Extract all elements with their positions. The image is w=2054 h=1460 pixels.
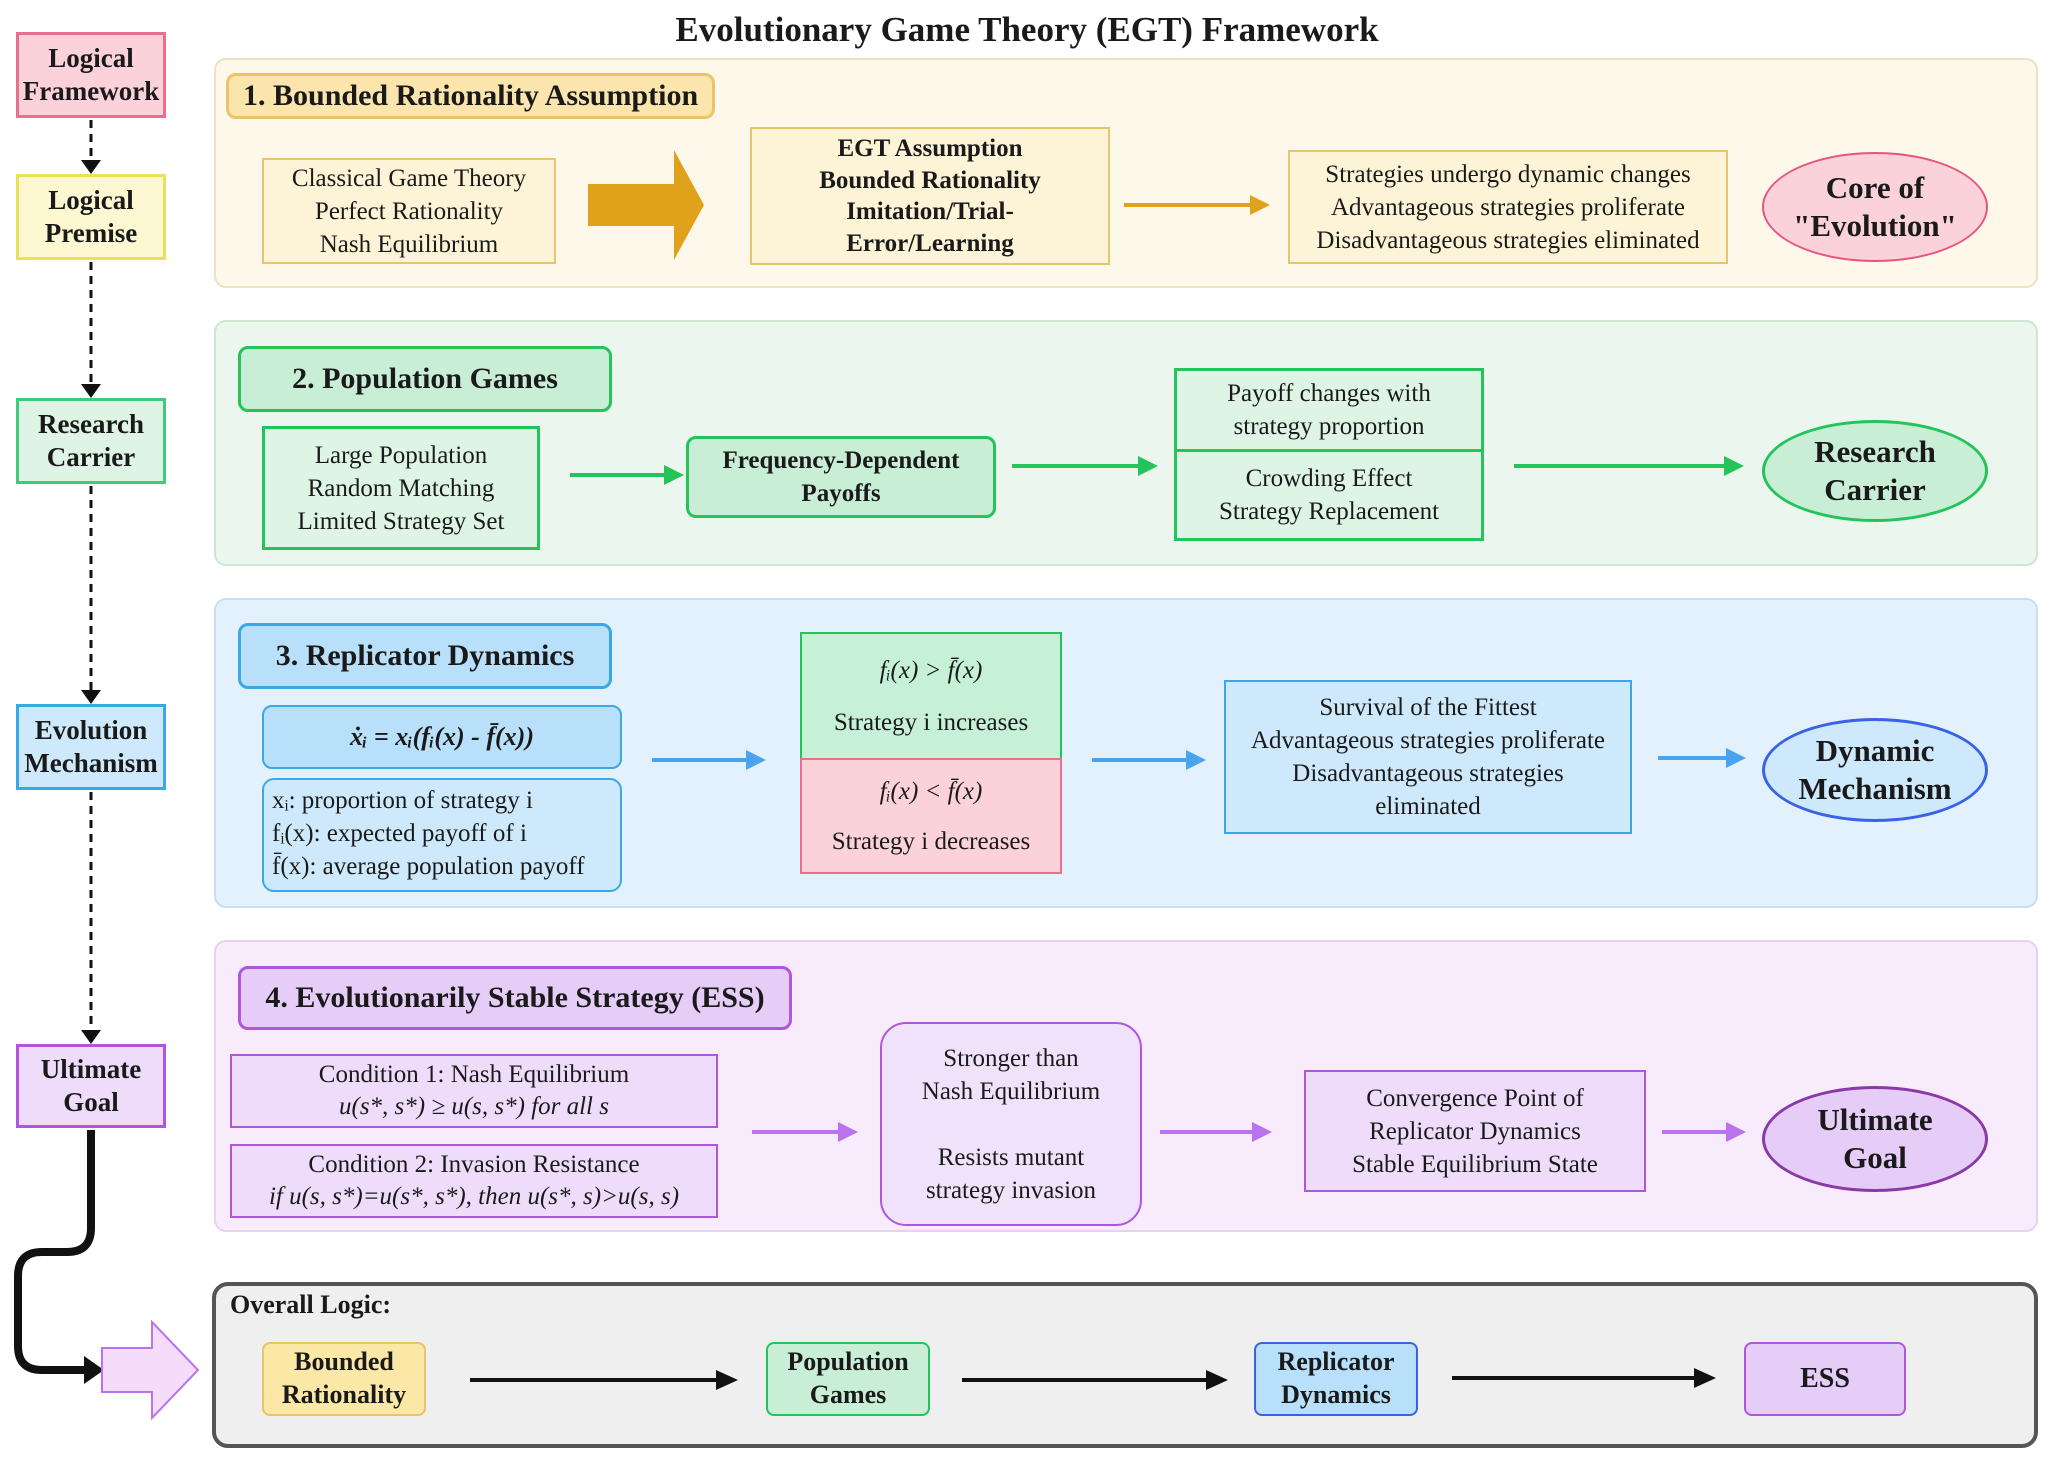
fitness-less-box: fᵢ(x) < f̄(x) Strategy i decreases [800,758,1062,874]
research-carrier-label: Research Carrier [16,398,166,484]
frequency-dependent-payoffs-box: Frequency-Dependent Payoffs [686,436,996,518]
s2-arrows [570,456,1744,485]
survival-of-fittest-box: Survival of the Fittest Advantageous str… [1224,680,1632,834]
classical-game-theory-box: Classical Game Theory Perfect Rationalit… [262,158,556,264]
strategy-increases-label: Strategy i increases [833,708,1029,736]
condition-1-title: Condition 1: Nash Equilibrium [318,1061,630,1088]
section-2-title: 2. Population Games [238,346,612,412]
core-of-evolution-oval: Core of "Evolution" [1762,152,1988,262]
def-proportion: xᵢ: proportion of strategy i [272,787,533,814]
overall-connector-head [84,1356,104,1384]
step-replicator-dynamics: Replicator Dynamics [1254,1342,1418,1416]
payoff-changes-box: Payoff changes with strategy proportion [1174,368,1484,452]
s4-arrows [752,1122,1746,1142]
overall-logic-title: Overall Logic: [230,1290,392,1319]
replicator-equation-box: ẋᵢ = xᵢ(fᵢ(x) - f̄(x)) [262,705,622,769]
egt-assumption-box: EGT Assumption Bounded Rationality Imita… [750,127,1110,265]
crowding-effect-box: Crowding Effect Strategy Replacement [1174,449,1484,541]
ultimate-goal-oval: Ultimate Goal [1762,1086,1988,1192]
vs-block-arrow [588,150,704,260]
condition-1-box: Condition 1: Nash Equilibrium u(s*, s*) … [230,1054,718,1128]
stronger-than-nash-box: Stronger than Nash Equilibrium Resists m… [880,1022,1142,1226]
variable-definitions-box: xᵢ: proportion of strategy i fᵢ(x): expe… [262,778,622,892]
step-ess: ESS [1744,1342,1906,1416]
logical-framework-label: Logical Framework [16,32,166,118]
large-population-box: Large Population Random Matching Limited… [262,426,540,550]
condition-2-box: Condition 2: Invasion Resistance if u(s,… [230,1144,718,1218]
logical-premise-label: Logical Premise [16,174,166,260]
section-4-title: 4. Evolutionarily Stable Strategy (ESS) [238,966,792,1030]
condition-1-formula: u(s*, s*) ≥ u(s, s*) for all s [339,1093,609,1120]
overall-connector-line [14,1130,95,1374]
strategy-dynamics-box: Strategies undergo dynamic changes Advan… [1288,150,1728,264]
ultimate-goal-label: Ultimate Goal [16,1044,166,1128]
convergence-point-box: Convergence Point of Replicator Dynamics… [1304,1070,1646,1192]
overall-logic-arrows [470,1368,1716,1390]
research-carrier-oval: Research Carrier [1762,420,1988,522]
fitness-less-condition: fᵢ(x) < f̄(x) [879,777,983,805]
strategy-decreases-label: Strategy i decreases [831,827,1031,855]
def-average-payoff: f̄(x): average population payoff [272,853,585,880]
section-1-title: 1. Bounded Rationality Assumption [226,73,716,119]
def-expected-payoff: fᵢ(x): expected payoff of i [272,820,527,847]
step-population-games: Population Games [766,1342,930,1416]
diagram-title: Evolutionary Game Theory (EGT) Framework [675,10,1379,49]
fitness-greater-box: fᵢ(x) > f̄(x) Strategy i increases [800,632,1062,760]
step-bounded-rationality: Bounded Rationality [262,1342,426,1416]
evolution-mechanism-label: Evolution Mechanism [16,704,166,790]
condition-2-title: Condition 2: Invasion Resistance [308,1151,640,1178]
left-column-arrows [81,120,101,1044]
overall-logic-panel [212,1282,2038,1448]
s3-arrows [652,748,1746,770]
fitness-greater-condition: fᵢ(x) > f̄(x) [879,656,983,684]
s1-arrow [1124,195,1270,215]
section-3-title: 3. Replicator Dynamics [238,623,612,689]
condition-2-formula: if u(s, s*)=u(s*, s*), then u(s*, s)>u(s… [268,1183,680,1210]
dynamic-mechanism-oval: Dynamic Mechanism [1762,718,1988,822]
overall-block-arrow [101,1319,200,1421]
